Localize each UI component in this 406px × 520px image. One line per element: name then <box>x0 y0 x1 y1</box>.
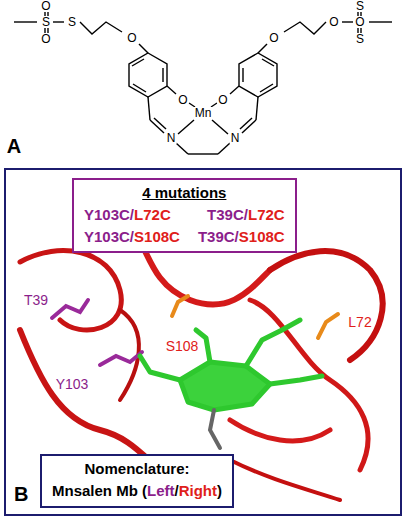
box-text: Right <box>179 482 217 499</box>
text-cell: Mnsalen Mb (Left/Right) <box>52 480 222 502</box>
box-text: S108C <box>134 228 180 245</box>
atom-label: O <box>177 94 188 106</box>
panel-frame: B4 mutationsY103C/L72CT39C/L72CY103C/S10… <box>4 168 402 516</box>
gray-stick <box>210 410 220 448</box>
box-text: Left <box>147 482 175 499</box>
text-row: Y103C/L72CT39C/L72C <box>84 204 285 226</box>
info-box: Nomenclature: Mnsalen Mb (Left/Right) <box>40 454 234 508</box>
atom-label: S <box>67 16 77 28</box>
box-text: Nomenclature: <box>84 460 189 477</box>
atom-label: O <box>40 33 51 45</box>
purple-sticks <box>52 300 142 365</box>
text-cell: Y103C/S108C <box>84 226 180 248</box>
atom-label: O <box>40 0 51 12</box>
text-row: Mnsalen Mb (Left/Right) <box>52 480 222 502</box>
residue-label: Y103 <box>55 377 90 391</box>
box-text: Y103C/ <box>84 206 134 223</box>
text-cell: T39C/L72C <box>207 204 285 226</box>
panel-letter: A <box>6 136 22 156</box>
info-box: 4 mutationsY103C/L72CT39C/L72CY103C/S108… <box>72 178 297 253</box>
box-text: T39C/ <box>207 206 248 223</box>
ligand <box>140 320 322 410</box>
box-text: L72C <box>248 206 285 223</box>
atom-label: O <box>268 32 279 44</box>
text-cell: T39C/S108C <box>198 226 285 248</box>
text-cell: Y103C/L72C <box>84 204 171 226</box>
atom-label: O <box>217 94 228 106</box>
text-cell: Nomenclature: <box>84 458 189 480</box>
residue-label: T39 <box>23 293 49 307</box>
atom-label: N <box>166 132 177 144</box>
text-cell: 4 mutations <box>142 182 226 204</box>
atom-label: N <box>230 132 241 144</box>
box-text: Y103C/ <box>84 228 134 245</box>
box-text: Mnsalen Mb ( <box>52 482 147 499</box>
box-text: B <box>14 483 28 506</box>
box-text: L72C <box>134 206 171 223</box>
atom-label: O <box>126 32 137 44</box>
atom-label: Mn <box>194 107 213 119</box>
salen-half <box>14 12 203 154</box>
atom-label: S <box>355 33 365 45</box>
residue-label: S108 <box>165 339 200 353</box>
text-row: Nomenclature: <box>52 458 222 480</box>
box-text: S108C <box>239 228 285 245</box>
atom-label: O <box>328 16 339 28</box>
text-row: Y103C/S108CT39C/S108C <box>84 226 285 248</box>
atom-label: S <box>41 16 51 28</box>
atom-label: S <box>355 0 365 12</box>
box-text: ) <box>217 482 222 499</box>
box-text: T39C/ <box>198 228 239 245</box>
text-row: 4 mutations <box>84 182 285 204</box>
residue-label: L72 <box>347 315 372 329</box>
box-text: 4 mutations <box>142 184 226 201</box>
box-text: / <box>175 482 179 499</box>
atom-label: O <box>354 16 365 28</box>
